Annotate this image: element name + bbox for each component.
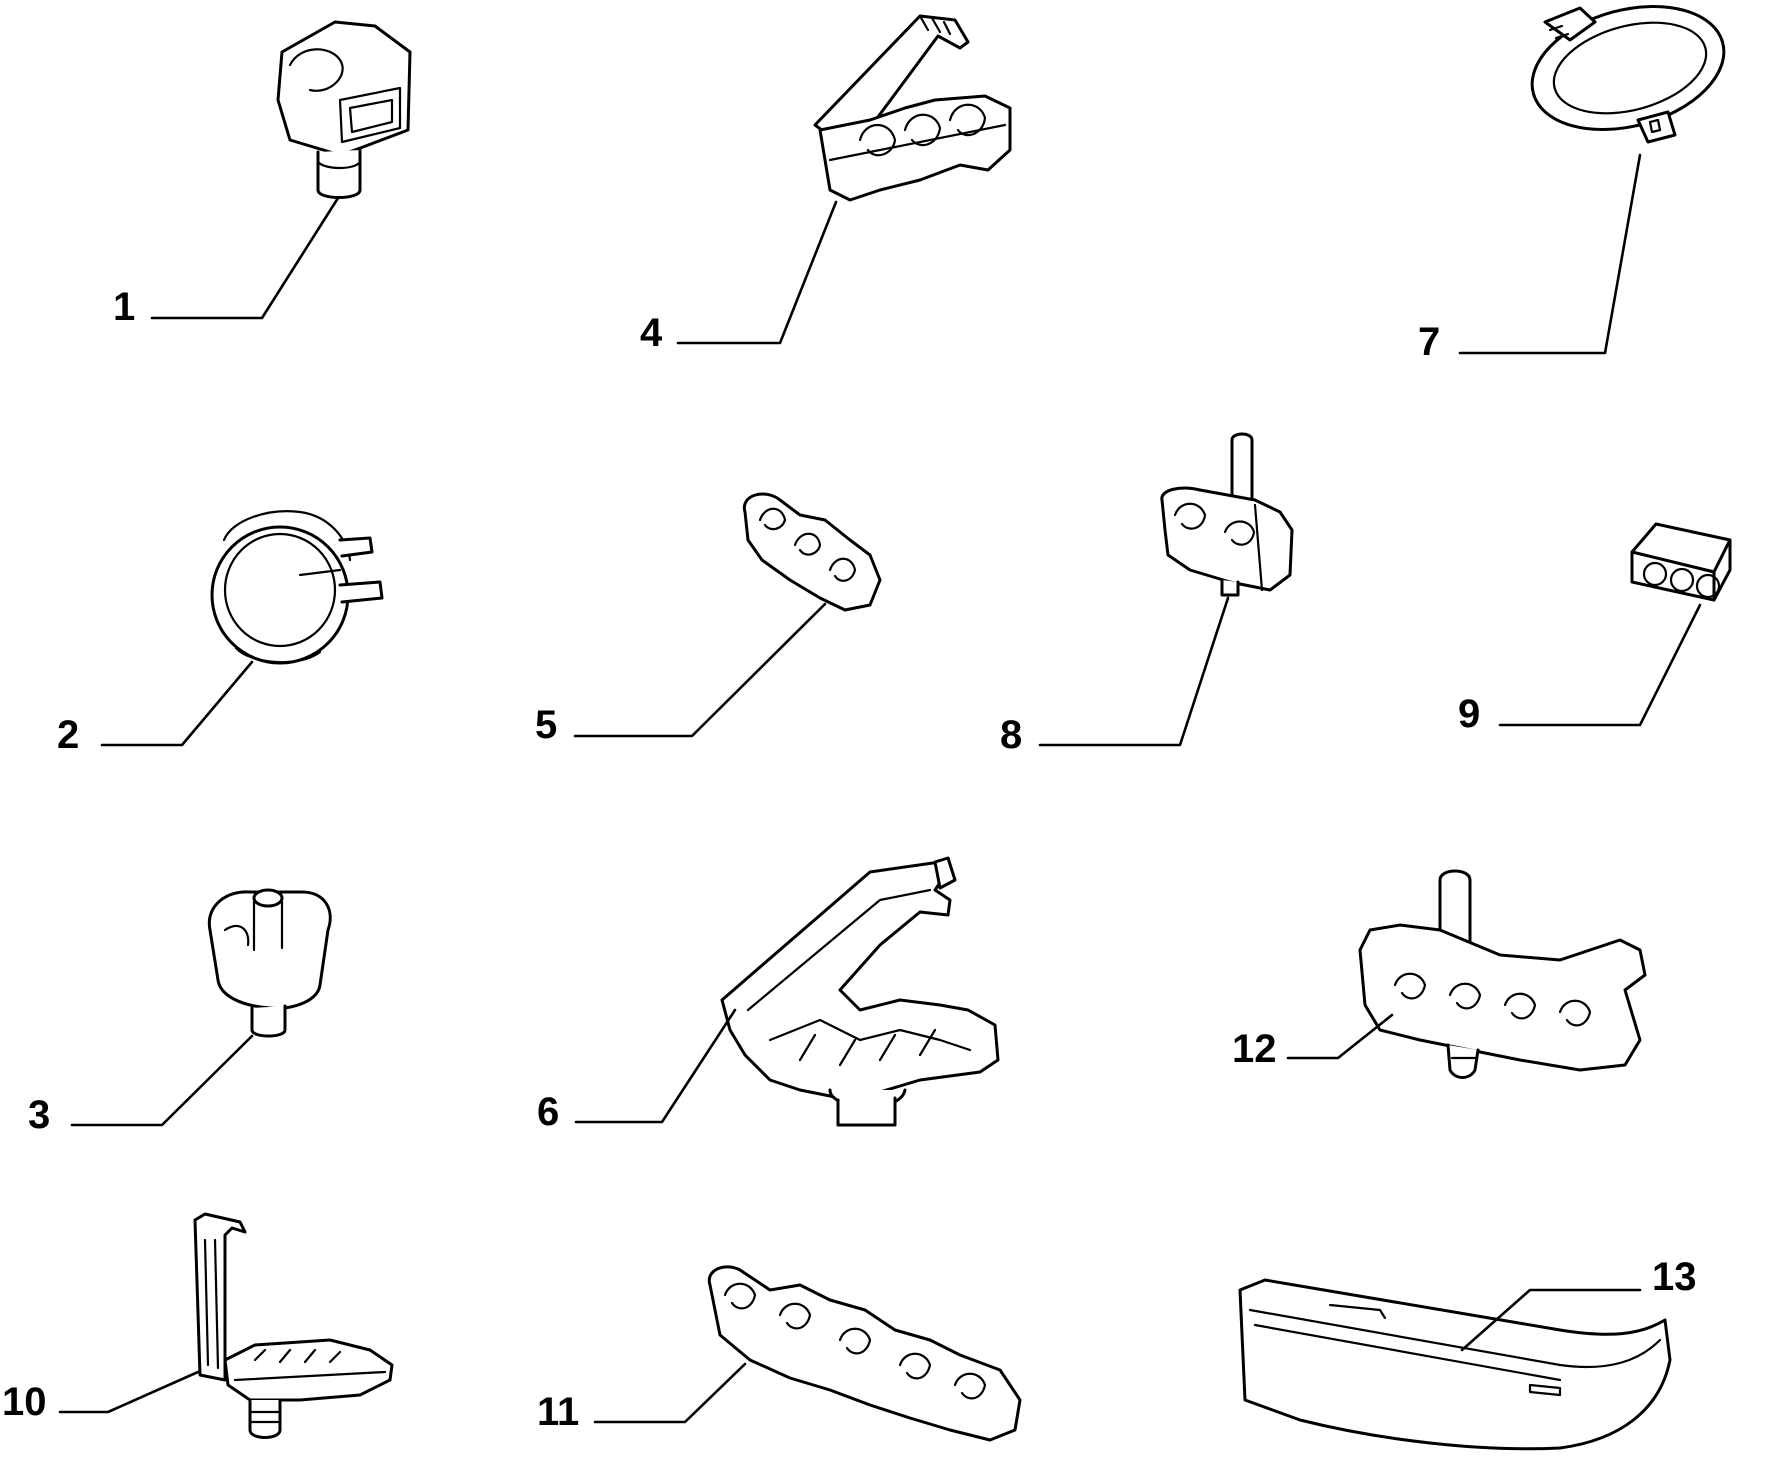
callout-12: 12 <box>1232 1027 1277 1071</box>
part-9-hole-block <box>1630 522 1732 602</box>
leader-12 <box>1286 1013 1394 1060</box>
part-12-multi-pin-clip <box>1358 869 1647 1079</box>
part-3-pin-clip <box>207 888 332 1038</box>
callout-9: 9 <box>1458 692 1480 736</box>
callout-7: 7 <box>1418 320 1440 364</box>
leader-3 <box>70 1034 254 1127</box>
part-8-pin-clip <box>1160 432 1294 597</box>
leader-9 <box>1498 603 1702 727</box>
callout-1: 1 <box>113 285 135 329</box>
callout-13: 13 <box>1652 1255 1697 1299</box>
part-13-curved-channel <box>1238 1278 1672 1451</box>
callout-6: 6 <box>537 1090 559 1134</box>
leader-2 <box>100 660 254 747</box>
leader-11 <box>593 1362 747 1424</box>
part-5-triple-clip <box>742 492 882 612</box>
callout-5: 5 <box>535 703 557 747</box>
leader-5 <box>573 602 827 738</box>
part-11-clip-strip <box>707 1265 1022 1442</box>
part-2-grommet <box>210 510 384 665</box>
leader-4 <box>676 200 838 345</box>
callout-4: 4 <box>640 311 663 355</box>
part-4-multi-clip <box>813 14 1012 202</box>
leader-13 <box>1460 1288 1642 1352</box>
leader-7 <box>1458 153 1642 355</box>
leader-1 <box>150 196 340 320</box>
callout-2: 2 <box>57 713 79 757</box>
callout-3: 3 <box>28 1093 50 1137</box>
part-7-oval-ring <box>1530 5 1726 144</box>
part-1-clip <box>276 20 412 199</box>
callout-8: 8 <box>1000 713 1022 757</box>
callout-11: 11 <box>537 1390 579 1434</box>
leader-8 <box>1038 596 1230 747</box>
part-10-l-bracket <box>193 1212 394 1439</box>
part-6-bracket <box>720 856 1000 1127</box>
leader-10 <box>58 1370 200 1414</box>
callout-10: 10 <box>2 1380 47 1424</box>
leader-6 <box>574 1008 737 1124</box>
